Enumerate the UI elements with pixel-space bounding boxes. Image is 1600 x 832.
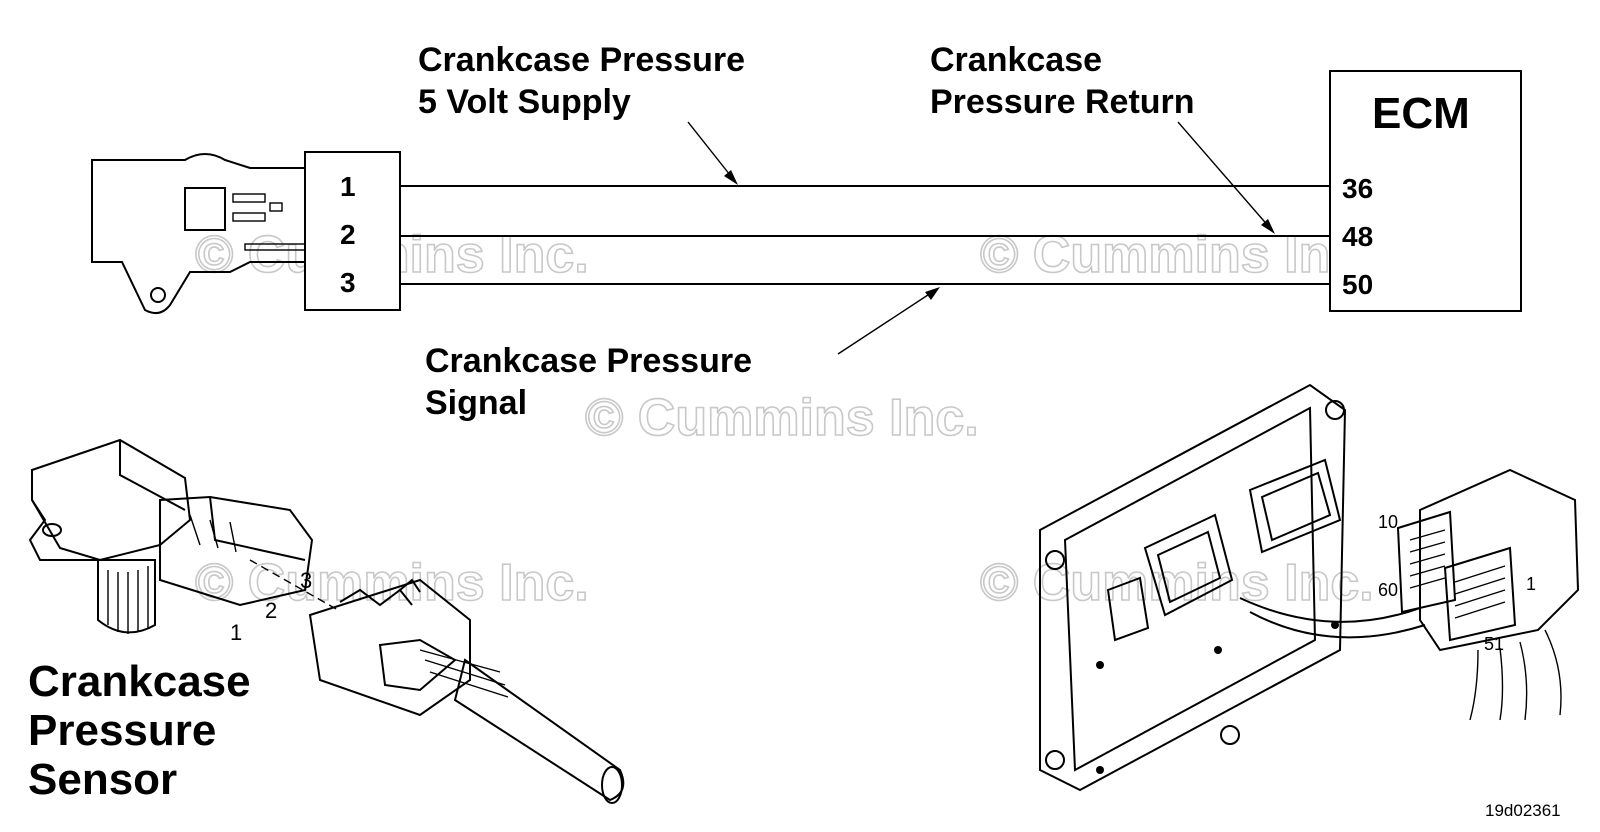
ecm-connector-pin-51: 51 — [1484, 634, 1504, 654]
watermark-4: © Cummins Inc. — [195, 554, 589, 612]
sensor-title-line1: Crankcase — [28, 657, 251, 706]
watermark-5: © Cummins Inc. — [980, 554, 1374, 612]
label-return-line1: Crankcase — [930, 41, 1102, 79]
sensor-connector-box — [304, 151, 401, 311]
connector-pin-3: 3 — [300, 568, 312, 593]
sensor-pin-2: 2 — [340, 219, 356, 250]
ecm-pin-50: 50 — [1342, 269, 1373, 300]
sensor-title-line2: Pressure — [28, 706, 216, 755]
watermark-2: © Cummins Inc. — [980, 226, 1374, 284]
watermark-3: © Cummins Inc. — [585, 389, 979, 447]
connector-pin-2: 2 — [265, 598, 277, 623]
connector-pin-1: 1 — [230, 620, 242, 645]
label-signal-line1: Crankcase Pressure — [425, 342, 752, 380]
label-signal-line2: Signal — [425, 384, 527, 422]
sensor-illustration — [28, 438, 625, 804]
label-supply-line2: 5 Volt Supply — [418, 83, 631, 121]
ecm-pin-48: 48 — [1342, 221, 1373, 252]
ecm-connector-pin-60: 60 — [1378, 580, 1398, 600]
figure-id: 19d02361 — [1485, 801, 1561, 820]
leader-arrows — [687, 121, 1275, 355]
ecm-connector-pin-1: 1 — [1526, 574, 1536, 594]
label-return-line2: Pressure Return — [930, 83, 1195, 121]
ecm-connector-pin-10: 10 — [1378, 512, 1398, 532]
ecm-pin-36: 36 — [1342, 173, 1373, 204]
ecm-illustration — [1039, 383, 1580, 792]
sensor-pin-3: 3 — [340, 267, 356, 298]
ecm-box — [1329, 70, 1522, 312]
sensor-title-line3: Sensor — [28, 755, 177, 804]
ecm-title: ECM — [1372, 89, 1470, 138]
sensor-pin-1: 1 — [340, 171, 356, 202]
label-supply-line1: Crankcase Pressure — [418, 41, 745, 79]
